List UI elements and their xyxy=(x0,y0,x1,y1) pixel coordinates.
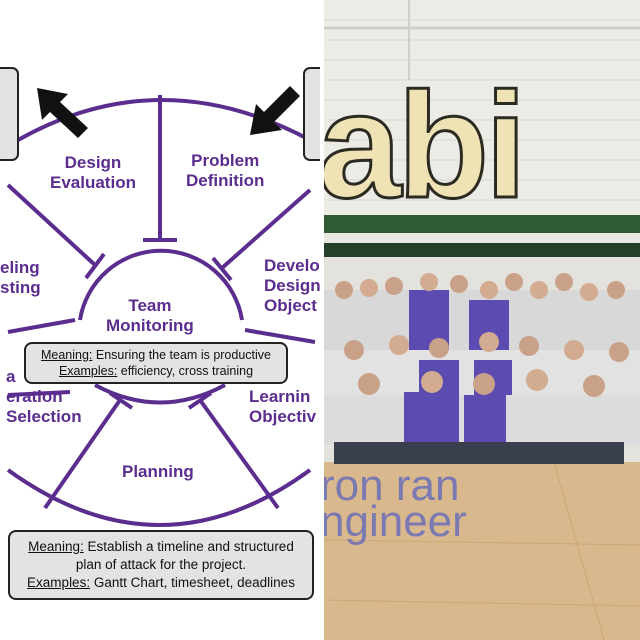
spoke-left xyxy=(7,318,76,334)
label-developing-testing: eling sting xyxy=(0,258,41,298)
spoke-far-lower-left xyxy=(7,390,71,397)
arrow-up-left-icon xyxy=(37,88,88,138)
floor-text-line: ron ran xyxy=(324,461,460,510)
meaning-label: Meaning: xyxy=(40,348,93,362)
label-line: sting xyxy=(0,278,41,297)
center-circle-arc-lower xyxy=(94,383,226,405)
label-line: Object xyxy=(264,296,317,315)
gym-floor xyxy=(324,462,640,640)
floor-text-line: ngineer xyxy=(324,497,467,546)
spoke-upper-right xyxy=(220,188,312,270)
examples-label: Examples: xyxy=(58,364,118,378)
examples-text: Gantt Chart, timesheet, deadlines xyxy=(90,575,295,590)
spoke-right xyxy=(244,328,316,344)
label-line: Problem xyxy=(191,151,260,170)
label-line: Team xyxy=(128,296,172,315)
team-members-front-row xyxy=(324,369,640,464)
label-develop-design-objectives: Develo Design Object xyxy=(264,256,320,316)
planning-info-box: Meaning: Establish a timeline and struct… xyxy=(8,530,314,600)
spoke-upper-left xyxy=(6,183,97,267)
meaning-text: Ensuring the team is productive xyxy=(92,348,271,362)
floor-lines xyxy=(324,461,640,640)
label-line: eration xyxy=(6,387,63,406)
planning-examples-line: Examples: Gantt Chart, timesheet, deadli… xyxy=(10,574,312,592)
wall-stripe-light xyxy=(324,233,640,243)
design-process-diagram: Design Evaluation Problem Definition eli… xyxy=(0,67,320,600)
label-design-evaluation: Design Evaluation xyxy=(50,153,136,193)
spoke-lower-left xyxy=(43,398,122,510)
meaning-label: Meaning: xyxy=(28,539,84,554)
corner-box-right xyxy=(303,67,320,161)
team-group-photo: abi ron ran ngineer xyxy=(324,0,640,640)
wall-lettering: abi xyxy=(324,61,528,229)
wall-stripe-green xyxy=(324,215,640,233)
team-meaning-line: Meaning: Ensuring the team is productive xyxy=(26,347,286,363)
label-generation-selection: a eration Selection xyxy=(6,367,82,427)
label-line: Design xyxy=(264,276,320,295)
meaning-text-continued: plan of attack for the project. xyxy=(75,557,247,572)
label-planning: Planning xyxy=(122,462,194,481)
label-line: Develo xyxy=(264,256,320,275)
label-line: Design xyxy=(64,153,122,172)
corner-box-left xyxy=(0,67,19,161)
spoke-lower-right-cap xyxy=(187,391,213,410)
examples-text: efficiency, cross training xyxy=(117,364,254,378)
planning-meaning-line: Meaning: Establish a timeline and struct… xyxy=(10,538,312,556)
label-line: Monitoring xyxy=(106,316,194,335)
meaning-text: Establish a timeline and structured xyxy=(83,539,294,554)
diagram-wheel xyxy=(0,67,320,527)
label-line: Learnin xyxy=(249,387,311,406)
spoke-lower-right xyxy=(198,398,280,510)
center-circle-arc xyxy=(78,248,244,321)
wall-stripe-dark xyxy=(324,243,640,257)
label-line: Evaluation xyxy=(50,173,136,192)
collage-divider xyxy=(320,0,324,640)
team-examples-line: Examples: efficiency, cross training xyxy=(26,363,286,379)
brick-lines xyxy=(324,19,640,201)
label-line: Objectiv xyxy=(249,407,317,426)
spoke-upper-left-cap xyxy=(84,252,106,280)
photo-scene xyxy=(324,0,640,640)
spoke-upper-right-cap xyxy=(211,256,233,282)
floor-lettering: ron ran ngineer xyxy=(324,461,467,546)
gym-wall xyxy=(324,0,640,215)
label-problem-definition: Problem Definition xyxy=(186,151,264,191)
label-line: Definition xyxy=(186,171,265,190)
label-line: eling xyxy=(0,258,40,277)
arrow-down-left-icon xyxy=(250,86,300,135)
label-line: a xyxy=(6,367,16,386)
examples-label: Examples: xyxy=(27,575,91,590)
team-monitoring-info-box: Meaning: Ensuring the team is productive… xyxy=(24,342,288,384)
label-line: Selection xyxy=(6,407,82,426)
label-learning-objectives: Learnin Objectiv xyxy=(249,387,316,427)
label-team-monitoring: Team Monitoring xyxy=(106,296,194,336)
